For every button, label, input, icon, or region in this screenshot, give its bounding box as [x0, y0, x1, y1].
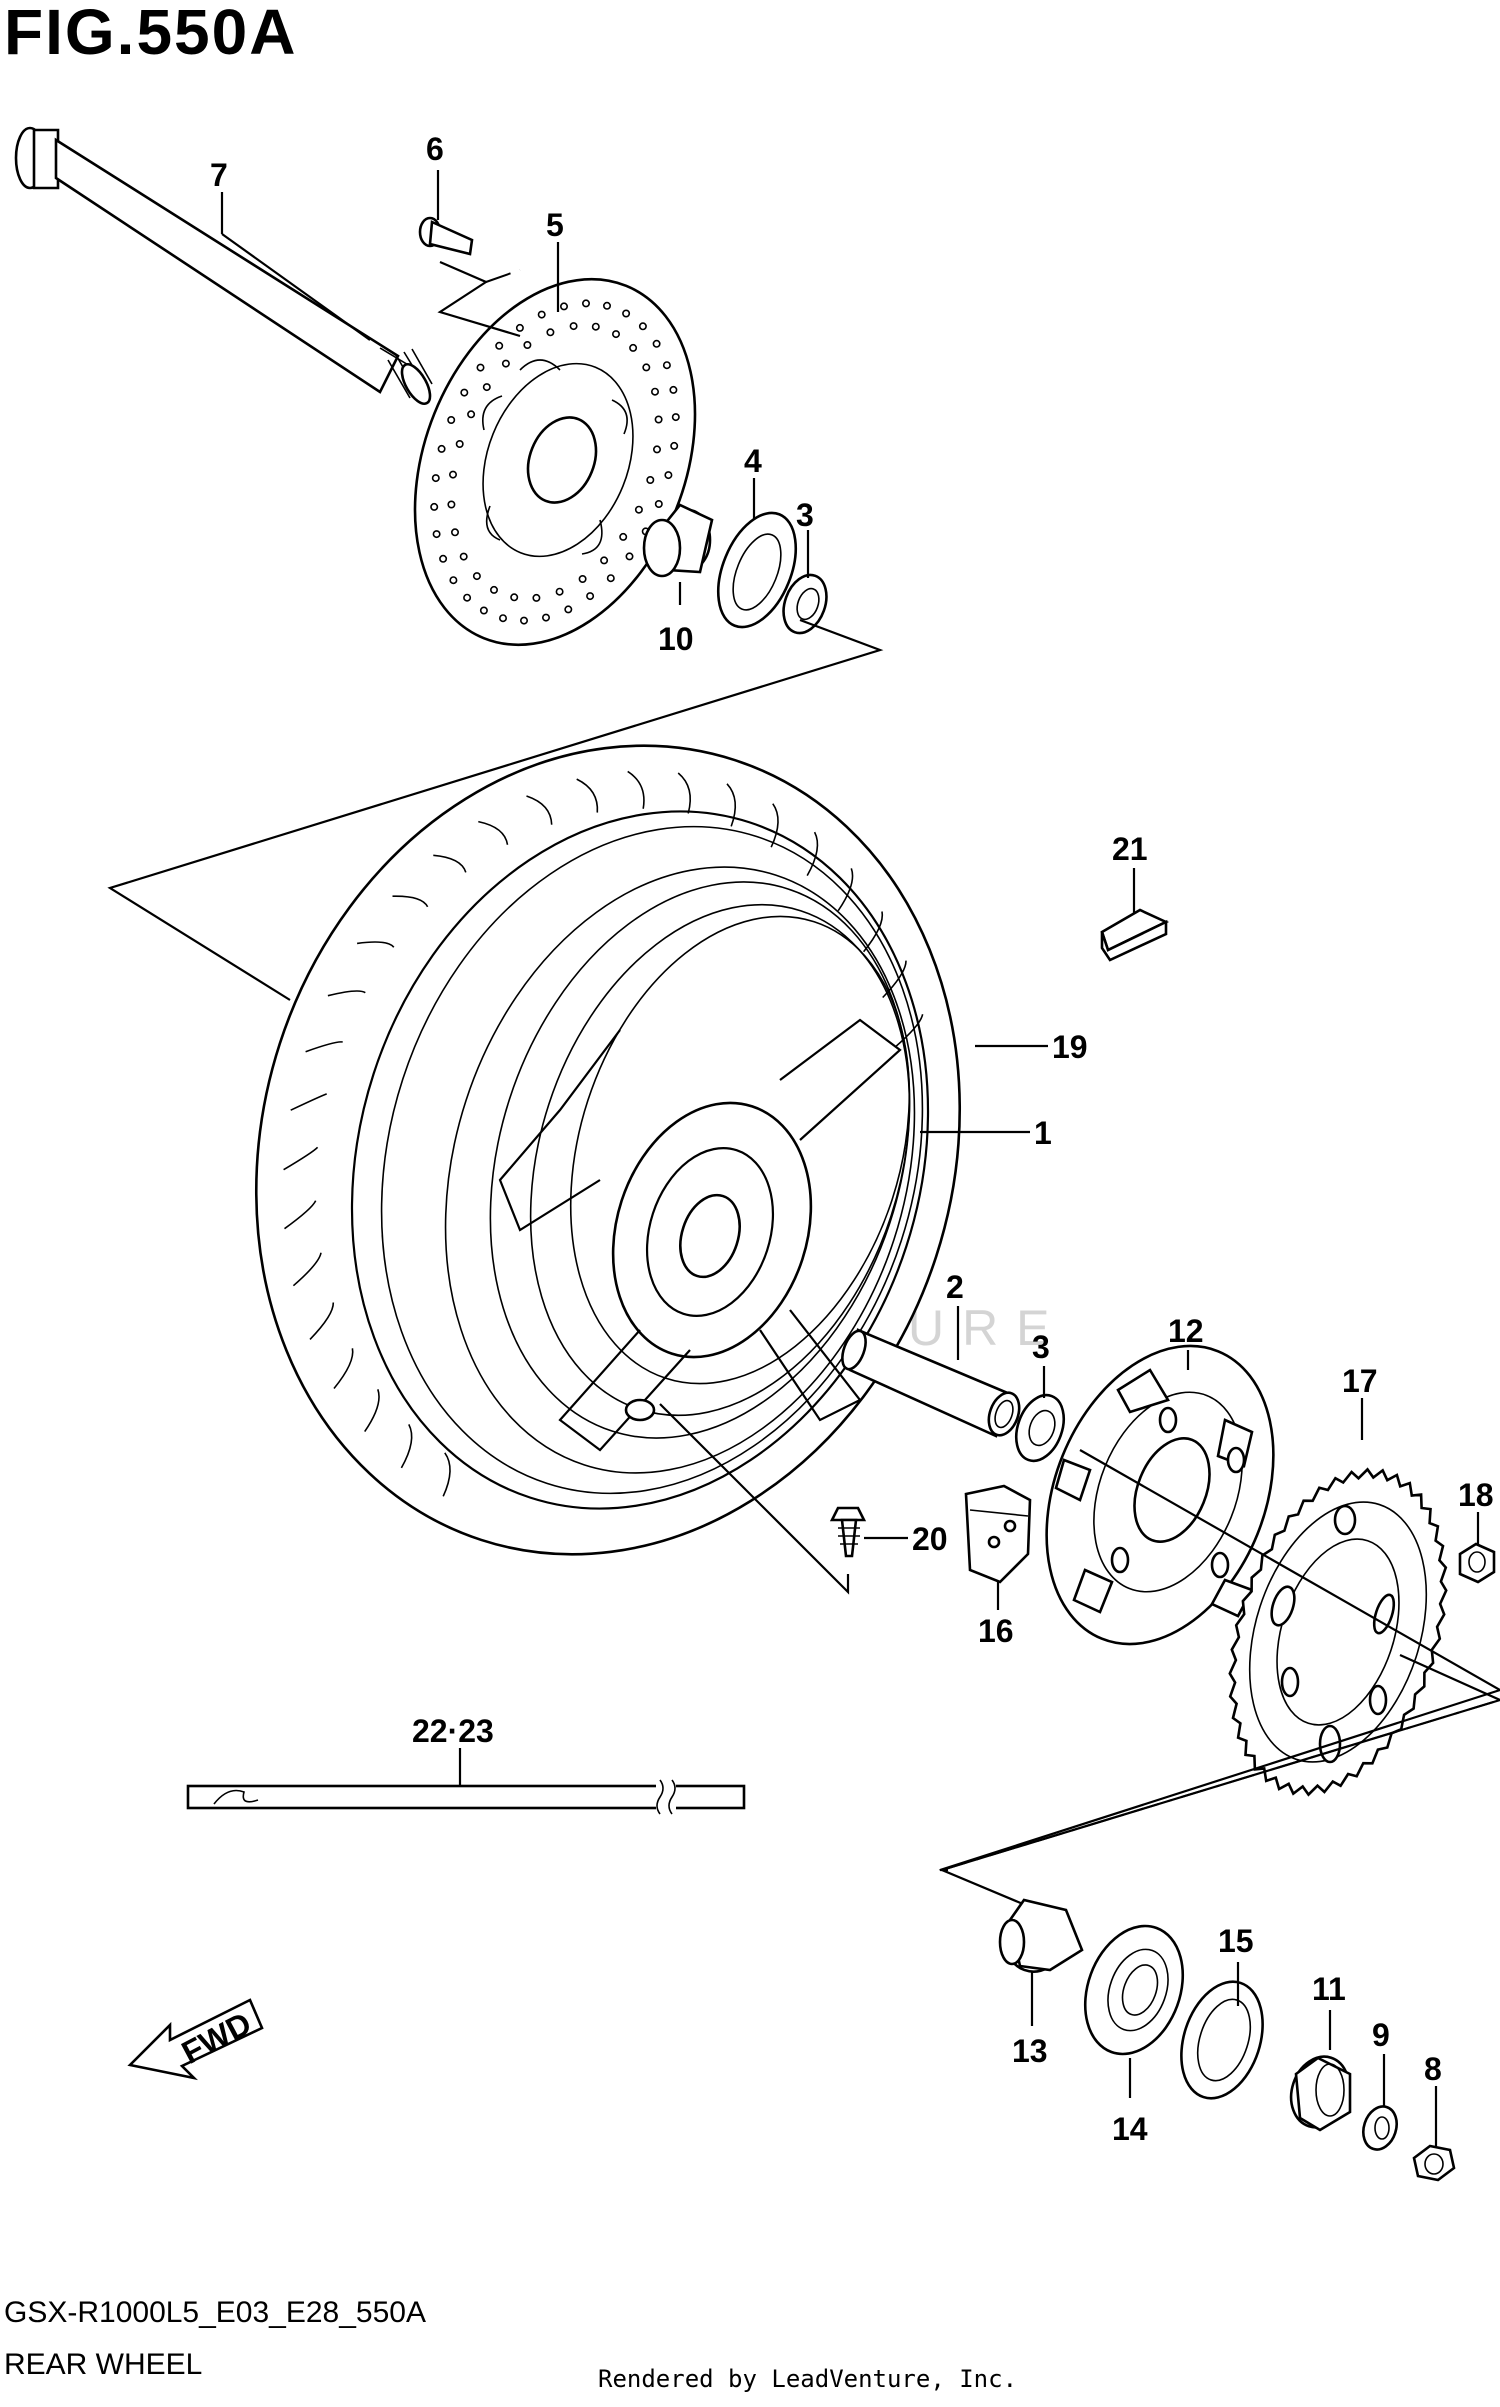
spacer-part-11 [1289, 2055, 1352, 2132]
tire-part-19 [254, 744, 962, 1556]
figure-title: FIG.550A [4, 0, 298, 68]
bolt-part-6 [418, 216, 474, 256]
washer-part-9 [1362, 2105, 1398, 2151]
callout-17: 17 [1342, 1363, 1378, 1399]
callout-19: 19 [1052, 1029, 1088, 1065]
callout-22-23: 22·23 [412, 1713, 494, 1749]
callout-20: 20 [912, 1521, 948, 1557]
callout-11: 11 [1312, 1971, 1346, 2007]
callout-3-upper: 3 [796, 497, 814, 533]
brake-disc-holes [430, 299, 680, 625]
callout-12: 12 [1168, 1313, 1204, 1349]
oil-seal-part-15 [1180, 1980, 1264, 2100]
balance-weight-part-21 [1100, 908, 1170, 962]
bearing-part-3-lower [1014, 1393, 1066, 1463]
callout-9: 9 [1372, 2017, 1390, 2053]
valve-part-20 [829, 1506, 867, 1558]
spacer-tube-part-2 [841, 1328, 1021, 1438]
leader-group-lower [938, 1653, 1500, 1914]
spacer-part-10 [642, 503, 714, 578]
callout-13: 13 [1012, 2033, 1048, 2069]
callout-4: 4 [744, 443, 762, 479]
callout-3-lower: 3 [1032, 1329, 1050, 1365]
callout-labels: 7 6 5 4 3 10 21 19 1 2 3 12 17 18 20 16 … [210, 131, 1494, 2147]
leader-lines [220, 170, 1480, 2146]
tire-tread-grooves [283, 770, 924, 1497]
callout-5: 5 [546, 207, 564, 243]
bearing-part-3-upper [782, 573, 828, 635]
nut-part-8 [1412, 2144, 1456, 2182]
forward-label: FWD [176, 2005, 257, 2071]
wheel-rim-part-1 [444, 866, 916, 1474]
callout-6: 6 [426, 131, 444, 167]
oil-seal-part-4 [716, 511, 798, 629]
sprocket-part-17 [1228, 1467, 1448, 1797]
callout-8: 8 [1424, 2051, 1442, 2087]
spacer-part-13 [998, 1898, 1084, 1973]
callout-7: 7 [210, 157, 228, 193]
callout-14: 14 [1112, 2111, 1148, 2147]
bearing-part-14 [1083, 1924, 1185, 2056]
callout-18: 18 [1458, 1477, 1494, 1513]
leader-group-upper [437, 260, 521, 338]
callout-1: 1 [1034, 1115, 1052, 1151]
render-credit: Rendered by LeadVenture, Inc. [598, 2365, 1018, 2393]
callout-16: 16 [978, 1613, 1014, 1649]
callout-21: 21 [1112, 831, 1148, 867]
diagram-caption: REAR WHEEL [4, 2348, 203, 2381]
leader-valve [659, 1403, 850, 1595]
nut-part-18 [1458, 1542, 1496, 1584]
callout-15: 15 [1218, 1923, 1254, 1959]
damper-part-16 [964, 1484, 1032, 1584]
diagram-code: GSX-R1000L5_E03_E28_550A [4, 2296, 426, 2329]
callout-10: 10 [658, 621, 694, 657]
callout-2: 2 [946, 1269, 964, 1305]
leader-group-wheel [107, 618, 884, 1001]
forward-direction-arrow-icon: FWD [127, 1998, 264, 2081]
axle-part-7 [14, 126, 433, 405]
rim-tape-part-22-23 [186, 1779, 746, 1815]
brake-disc-part-5 [413, 277, 697, 647]
